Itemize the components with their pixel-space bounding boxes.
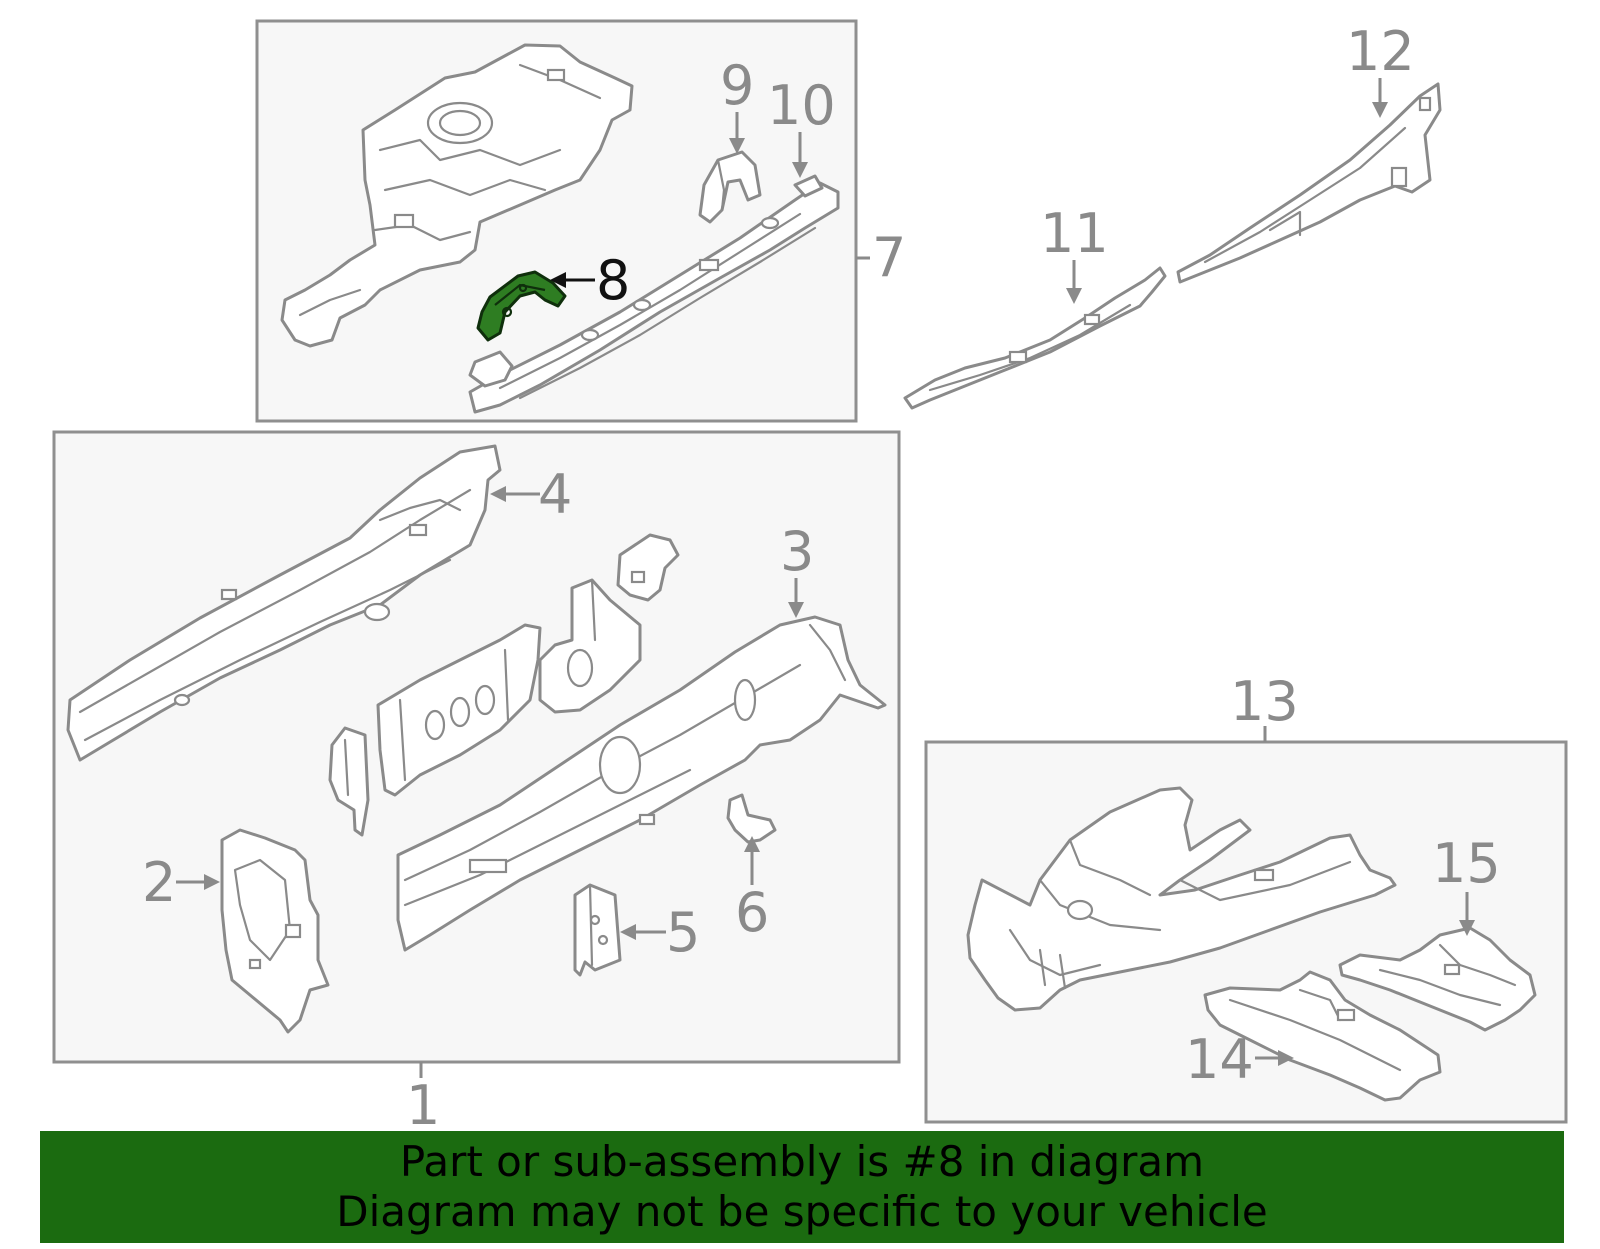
arrowhead-6 (744, 836, 760, 852)
callout-5: 5 (666, 901, 700, 964)
callout-8: 8 (596, 249, 630, 312)
part-9-bracket (698, 150, 762, 224)
arrowhead-10 (792, 162, 808, 178)
callout-12: 12 (1346, 20, 1415, 83)
part-15-panel (1338, 926, 1537, 1032)
banner-line-disclaimer: Diagram may not be specific to your vehi… (336, 1187, 1268, 1236)
part-4-side-member (66, 444, 502, 762)
callout-2: 2 (142, 851, 176, 914)
arrowhead-4 (490, 486, 506, 502)
callout-6: 6 (735, 881, 769, 944)
part-8-highlighted-bracket (476, 270, 567, 342)
arrowhead-11 (1066, 288, 1082, 304)
arrowhead-9 (729, 138, 745, 154)
callout-15: 15 (1432, 832, 1501, 895)
part-10-rail (468, 174, 840, 414)
banner-line-part-number: Part or sub-assembly is #8 in diagram (399, 1137, 1205, 1186)
upper-apron-part (280, 43, 634, 348)
arrowhead-15 (1459, 920, 1475, 936)
callout-13: 13 (1230, 670, 1299, 733)
arrowhead-14 (1278, 1050, 1294, 1066)
callout-9: 9 (720, 54, 754, 117)
callout-7: 7 (872, 226, 906, 289)
reinforcement-part (538, 578, 642, 714)
thin-vertical-bracket (328, 726, 370, 837)
part-2-plate (220, 828, 330, 1034)
part-12-rail (1176, 82, 1442, 284)
part-11-rail (903, 266, 1167, 410)
part-5-bracket (573, 883, 622, 977)
callout-1: 1 (406, 1074, 440, 1137)
callout-10: 10 (767, 74, 836, 137)
part-3-floor-member (396, 615, 887, 952)
callout-3: 3 (780, 520, 814, 583)
part-14-panel (1203, 970, 1442, 1102)
inner-panel-part (376, 623, 542, 797)
info-banner: Part or sub-assembly is #8 in diagram Di… (40, 1131, 1564, 1243)
small-bracket-upper (616, 533, 680, 602)
rear-floor-part (966, 786, 1397, 1012)
callout-14: 14 (1185, 1028, 1254, 1091)
part-6-clip (726, 793, 777, 844)
arrowhead-12 (1372, 102, 1388, 118)
callout-11: 11 (1040, 202, 1109, 265)
arrowhead-3 (788, 602, 804, 618)
callout-4: 4 (538, 463, 572, 526)
arrowhead-2 (204, 874, 220, 890)
arrowhead-5 (620, 924, 636, 940)
arrowhead-8 (550, 272, 566, 288)
